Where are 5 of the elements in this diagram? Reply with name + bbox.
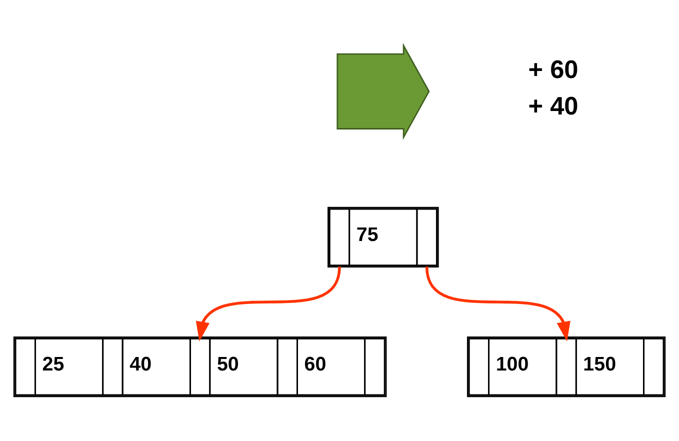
arrow (196, 266, 341, 341)
node-label: + 60 (528, 55, 578, 84)
arrow (425, 266, 570, 341)
node-arrow (336, 42, 430, 140)
node-label: + 40 (528, 92, 578, 120)
